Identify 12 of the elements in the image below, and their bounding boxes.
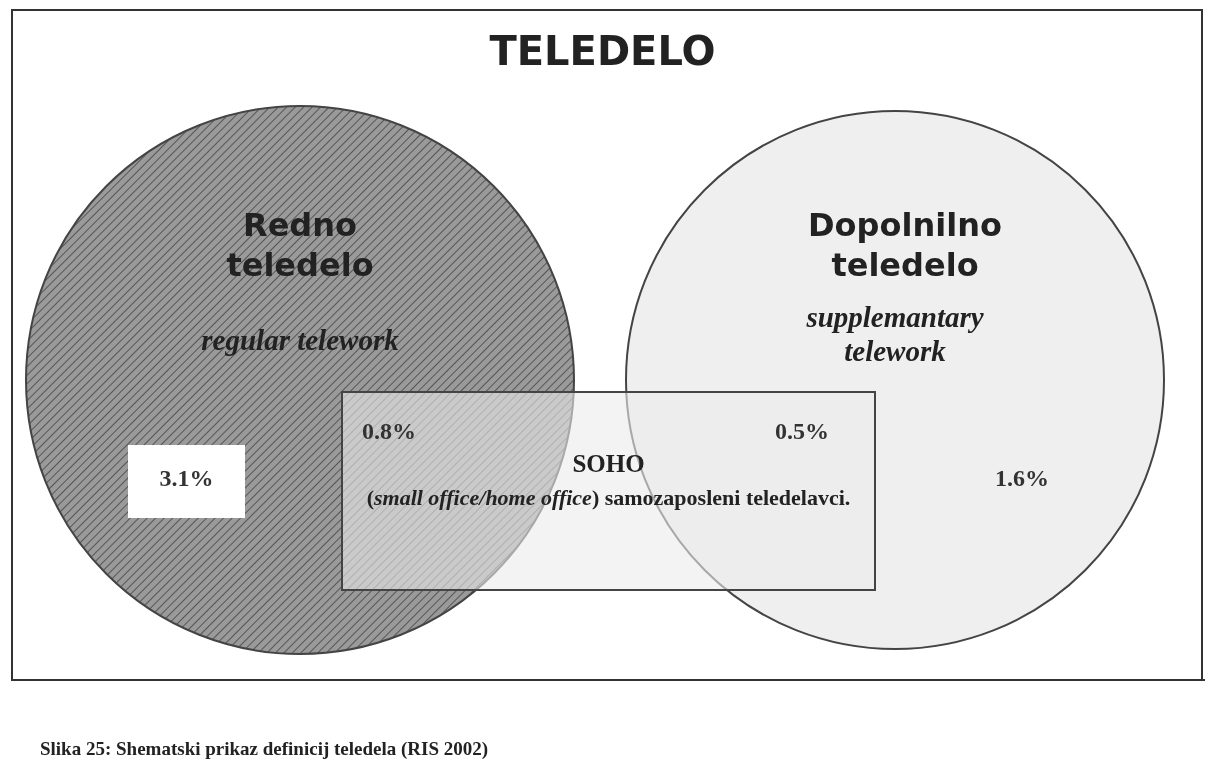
category-subtitle: supplemantary telework bbox=[805, 300, 985, 368]
category-title: Dopolnilno teledelo bbox=[807, 205, 1003, 285]
percentage-value: 0.8% bbox=[362, 418, 416, 445]
category-title: SOHO bbox=[571, 450, 646, 478]
percentage-value: 3.1% bbox=[158, 465, 215, 492]
percentage-value: 0.5% bbox=[775, 418, 829, 445]
description-text: (small office/home office) samozaposleni teledelavci. bbox=[365, 484, 852, 512]
percentage-value: 1.6% bbox=[995, 465, 1049, 492]
overlap-box bbox=[342, 392, 875, 590]
diagram-title: TELEDELO bbox=[488, 28, 717, 74]
value-box bbox=[128, 445, 245, 518]
figure-caption: Slika 25: Shematski prikaz definicij teledela (RIS 2002) bbox=[40, 738, 489, 760]
